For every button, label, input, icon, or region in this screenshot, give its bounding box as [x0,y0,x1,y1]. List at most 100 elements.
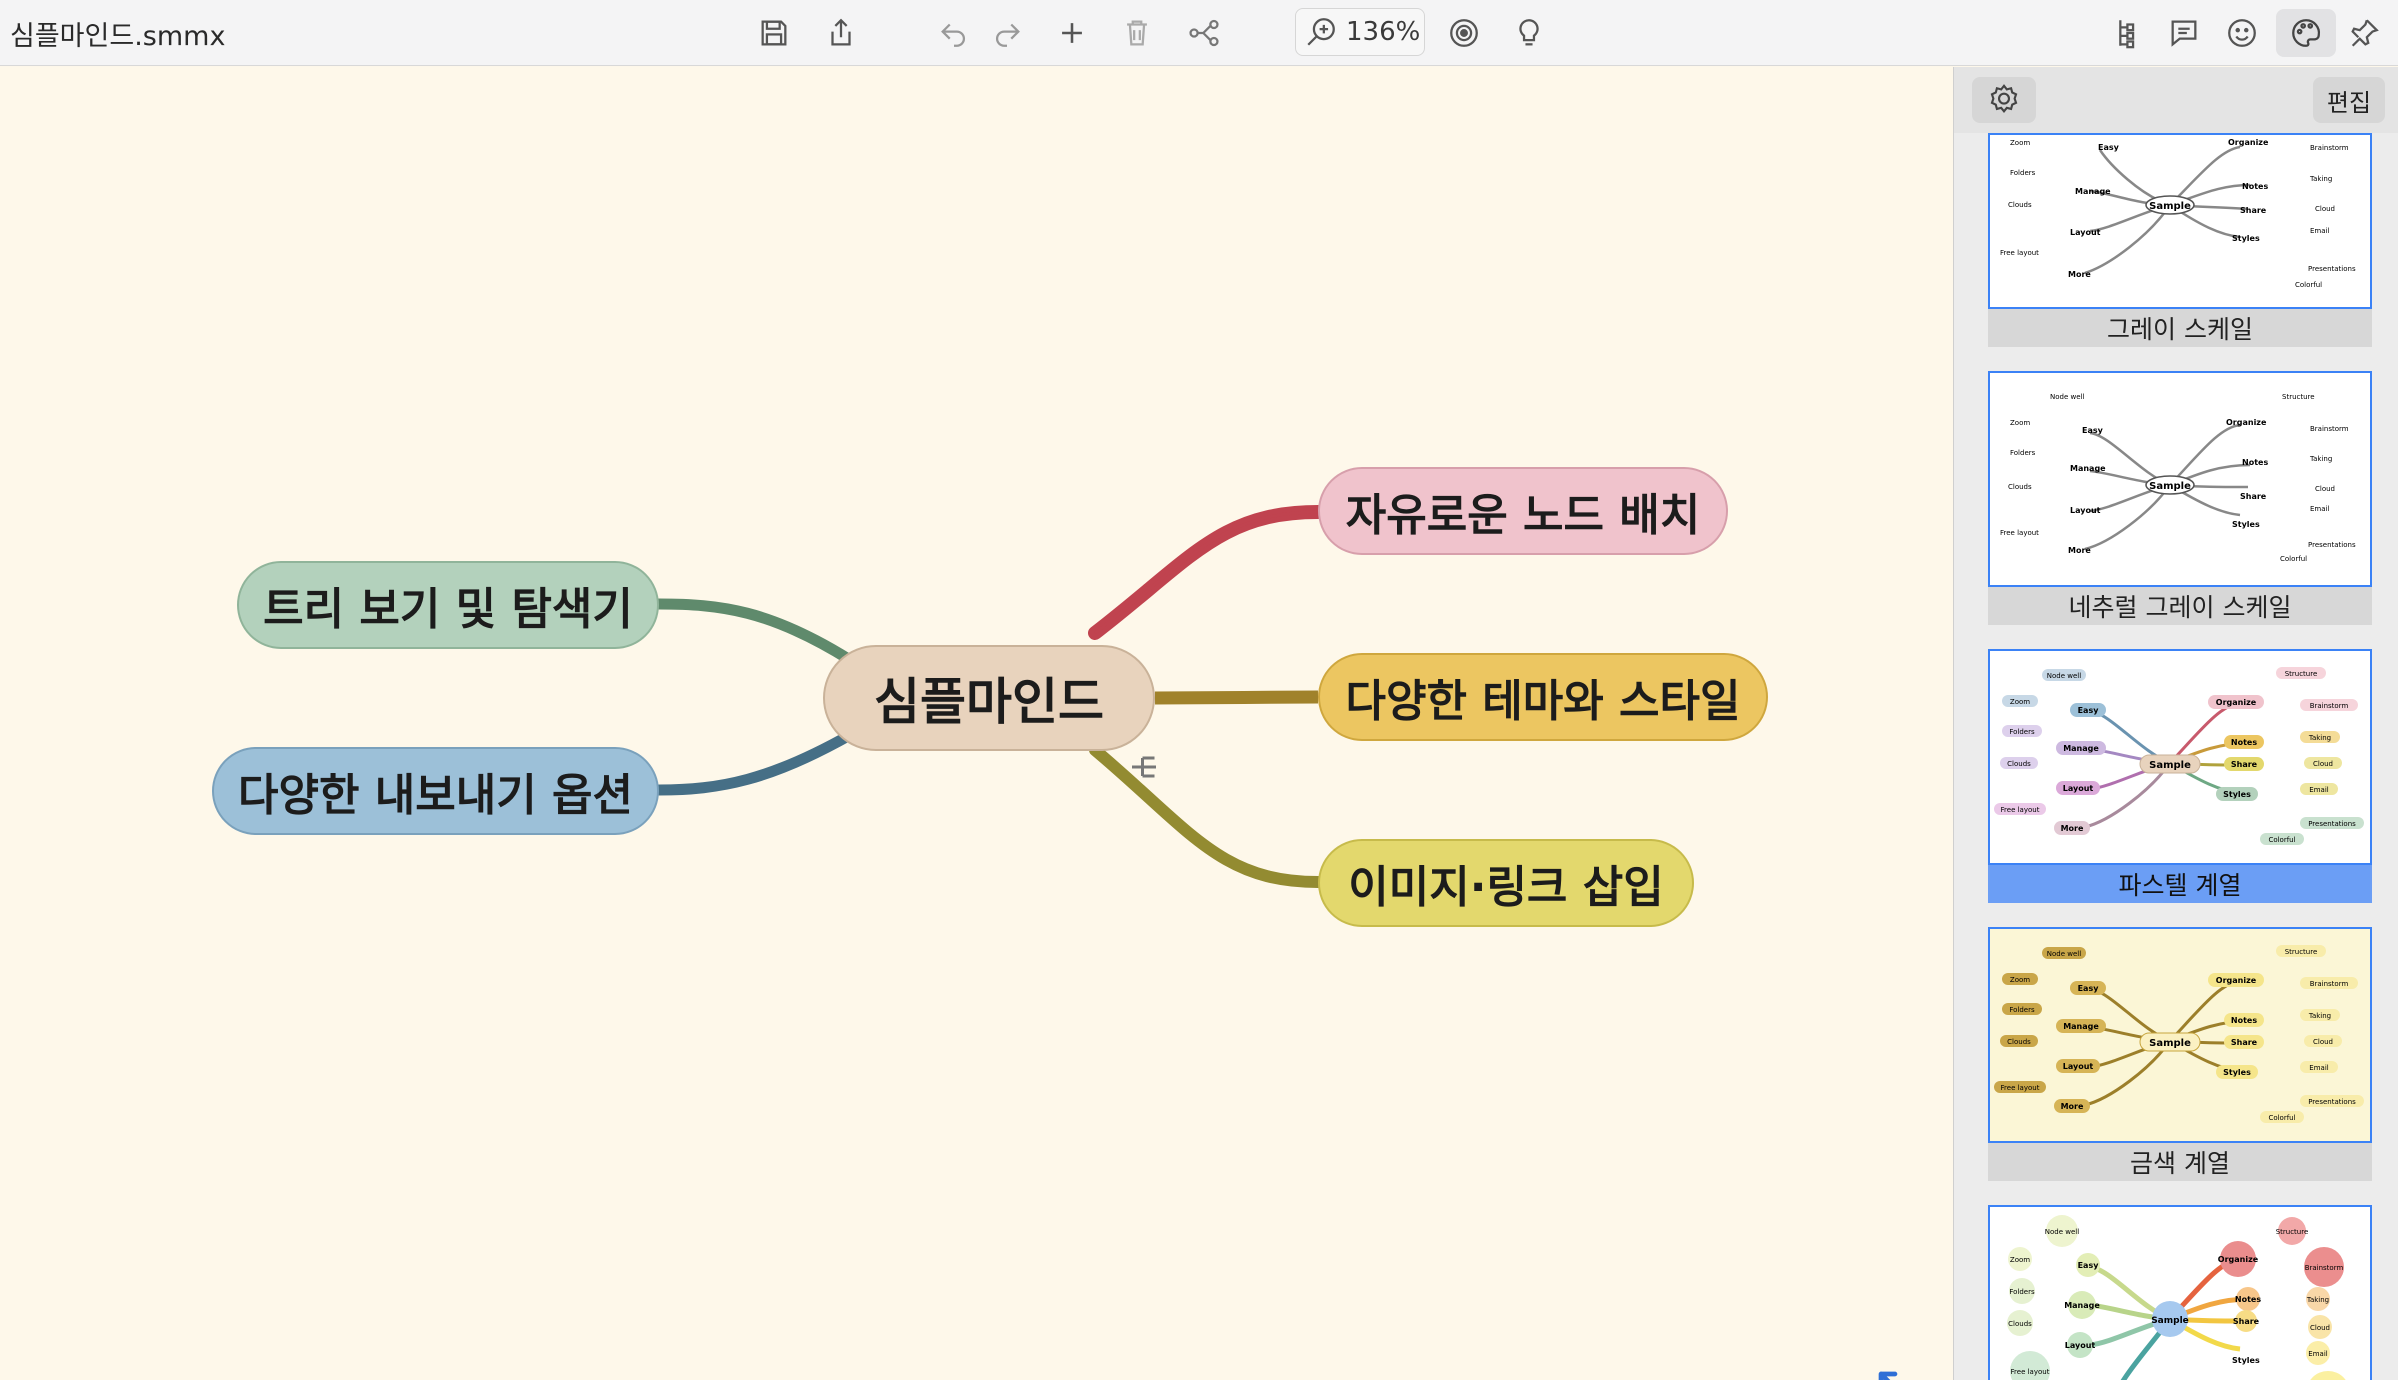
theme-label: 네추럴 그레이 스케일 [1988,587,2372,625]
theme-preview: Sample Easy Manage Layout More Organize … [1988,133,2372,309]
svg-text:Folders: Folders [2010,169,2036,177]
branch-line-r3 [1089,744,1324,888]
lightbulb-icon[interactable] [1505,9,1553,57]
svg-text:Layout: Layout [2063,1062,2094,1071]
svg-text:Node well: Node well [2047,950,2081,958]
svg-text:Cloud: Cloud [2313,760,2333,768]
svg-text:Layout: Layout [2070,228,2101,237]
svg-text:Node well: Node well [2050,393,2084,401]
theme-card-gold[interactable]: Sample Easy Manage Layout More Organize … [1988,927,2372,1181]
svg-text:Brainstorm: Brainstorm [2310,425,2349,433]
svg-text:Sample: Sample [2149,481,2191,492]
topic-node-free-layout[interactable]: 자유로운 노드 배치 [1318,467,1728,555]
theme-card-grayscale[interactable]: Sample Easy Manage Layout More Organize … [1988,133,2372,347]
svg-text:Styles: Styles [2223,790,2251,799]
pin-icon[interactable] [2340,9,2388,57]
svg-text:Easy: Easy [2078,1261,2100,1270]
svg-text:Brainstorm: Brainstorm [2310,702,2349,710]
theme-card-natural-grayscale[interactable]: Sample Easy Manage Layout More Organize … [1988,371,2372,625]
share-icon[interactable] [817,9,865,57]
svg-text:Sample: Sample [2149,1038,2191,1049]
svg-text:Share: Share [2231,1038,2258,1047]
svg-text:Clouds: Clouds [2007,760,2031,768]
svg-text:Taking: Taking [2309,455,2332,463]
svg-text:Taking: Taking [2308,1012,2331,1020]
svg-text:Zoom: Zoom [2010,976,2030,984]
collapse-toggle-icon[interactable] [1126,749,1162,785]
svg-text:Easy: Easy [2078,706,2100,715]
svg-text:Sample: Sample [2149,760,2191,771]
add-icon[interactable] [1048,9,1096,57]
svg-text:Styles: Styles [2223,1068,2251,1077]
svg-text:Share: Share [2233,1317,2260,1326]
svg-text:Styles: Styles [2232,234,2260,243]
theme-preview: Sample Easy Manage Layout Organize Notes… [1988,1205,2372,1380]
svg-text:Folders: Folders [2009,1288,2035,1296]
undo-icon[interactable] [930,9,978,57]
theme-preview-image: Sample Easy Manage Layout More Organize … [1994,667,2364,845]
svg-text:Notes: Notes [2242,458,2268,467]
svg-text:Zoom: Zoom [2010,698,2030,706]
svg-text:Taking: Taking [2308,734,2331,742]
svg-text:Free layout: Free layout [2000,249,2039,257]
emoji-icon[interactable] [2218,9,2266,57]
svg-text:Structure: Structure [2285,948,2318,956]
topic-node-export[interactable]: 다양한 내보내기 옵션 [212,747,659,835]
svg-text:Share: Share [2231,760,2258,769]
trash-icon[interactable] [1113,9,1161,57]
svg-text:Sample: Sample [2149,201,2191,212]
svg-text:Presentations: Presentations [2308,265,2356,273]
topic-node-themes[interactable]: 다양한 테마와 스타일 [1318,653,1768,741]
zoom-control[interactable]: 136% [1295,8,1425,56]
svg-text:Email: Email [2309,786,2328,794]
mindmap-connections [653,505,1325,888]
svg-text:Manage: Manage [2063,744,2099,753]
svg-text:Colorful: Colorful [2295,281,2322,289]
save-icon[interactable] [750,9,798,57]
svg-text:Folders: Folders [2010,449,2036,457]
svg-text:Organize: Organize [2228,138,2269,147]
svg-text:Easy: Easy [2098,143,2120,152]
connect-icon[interactable] [1180,9,1228,57]
svg-text:Clouds: Clouds [2007,1038,2031,1046]
outline-icon[interactable] [2102,9,2150,57]
topic-node-tree-view[interactable]: 트리 보기 및 탐색기 [237,561,659,649]
theme-card-colorful[interactable]: Sample Easy Manage Layout Organize Notes… [1988,1205,2372,1380]
theme-preview-image: Sample Easy Manage Layout More Organize … [2000,138,2356,289]
svg-text:Notes: Notes [2231,1016,2257,1025]
focus-icon[interactable] [1440,9,1488,57]
branch-line-r1 [1088,505,1325,640]
svg-text:Share: Share [2240,492,2267,501]
zoom-level: 136% [1346,17,1421,47]
theme-card-pastel[interactable]: Sample Easy Manage Layout More Organize … [1988,649,2372,903]
gear-icon [1990,84,2018,114]
topic-node-images-links[interactable]: 이미지·링크 삽입 [1318,839,1694,927]
redo-icon[interactable] [983,9,1031,57]
svg-text:Colorful: Colorful [2268,1114,2295,1122]
svg-text:More: More [2068,270,2091,279]
svg-text:Folders: Folders [2009,1006,2035,1014]
svg-text:Structure: Structure [2282,393,2315,401]
svg-text:Free layout: Free layout [2000,529,2039,537]
svg-text:Share: Share [2240,206,2267,215]
edit-button[interactable]: 편집 [2313,77,2385,123]
svg-text:Styles: Styles [2232,520,2260,529]
zoom-icon [1307,18,1335,46]
settings-button[interactable] [1972,77,2036,123]
comment-icon[interactable] [2160,9,2208,57]
svg-text:Organize: Organize [2226,418,2267,427]
svg-text:Notes: Notes [2235,1295,2261,1304]
mindmap-canvas[interactable]: 심플마인드 자유로운 노드 배치 다양한 테마와 스타일 이미지·링크 삽입 트… [0,67,1953,1380]
svg-text:Clouds: Clouds [2008,483,2032,491]
central-node[interactable]: 심플마인드 [823,645,1155,751]
svg-text:Taking: Taking [2306,1296,2329,1304]
svg-text:Node well: Node well [2047,672,2081,680]
theme-preview-image: Sample Easy Manage Layout Organize Notes… [2007,1215,2346,1380]
theme-preview-image: Sample Easy Manage Layout More Organize … [1994,945,2364,1123]
svg-text:Email: Email [2308,1350,2327,1358]
theme-label: 파스텔 계열 [1988,865,2372,903]
svg-text:Presentations: Presentations [2308,820,2356,828]
fullscreen-icon[interactable] [1874,1367,1930,1380]
svg-text:Node well: Node well [2045,1228,2079,1236]
palette-icon[interactable] [2276,9,2336,57]
